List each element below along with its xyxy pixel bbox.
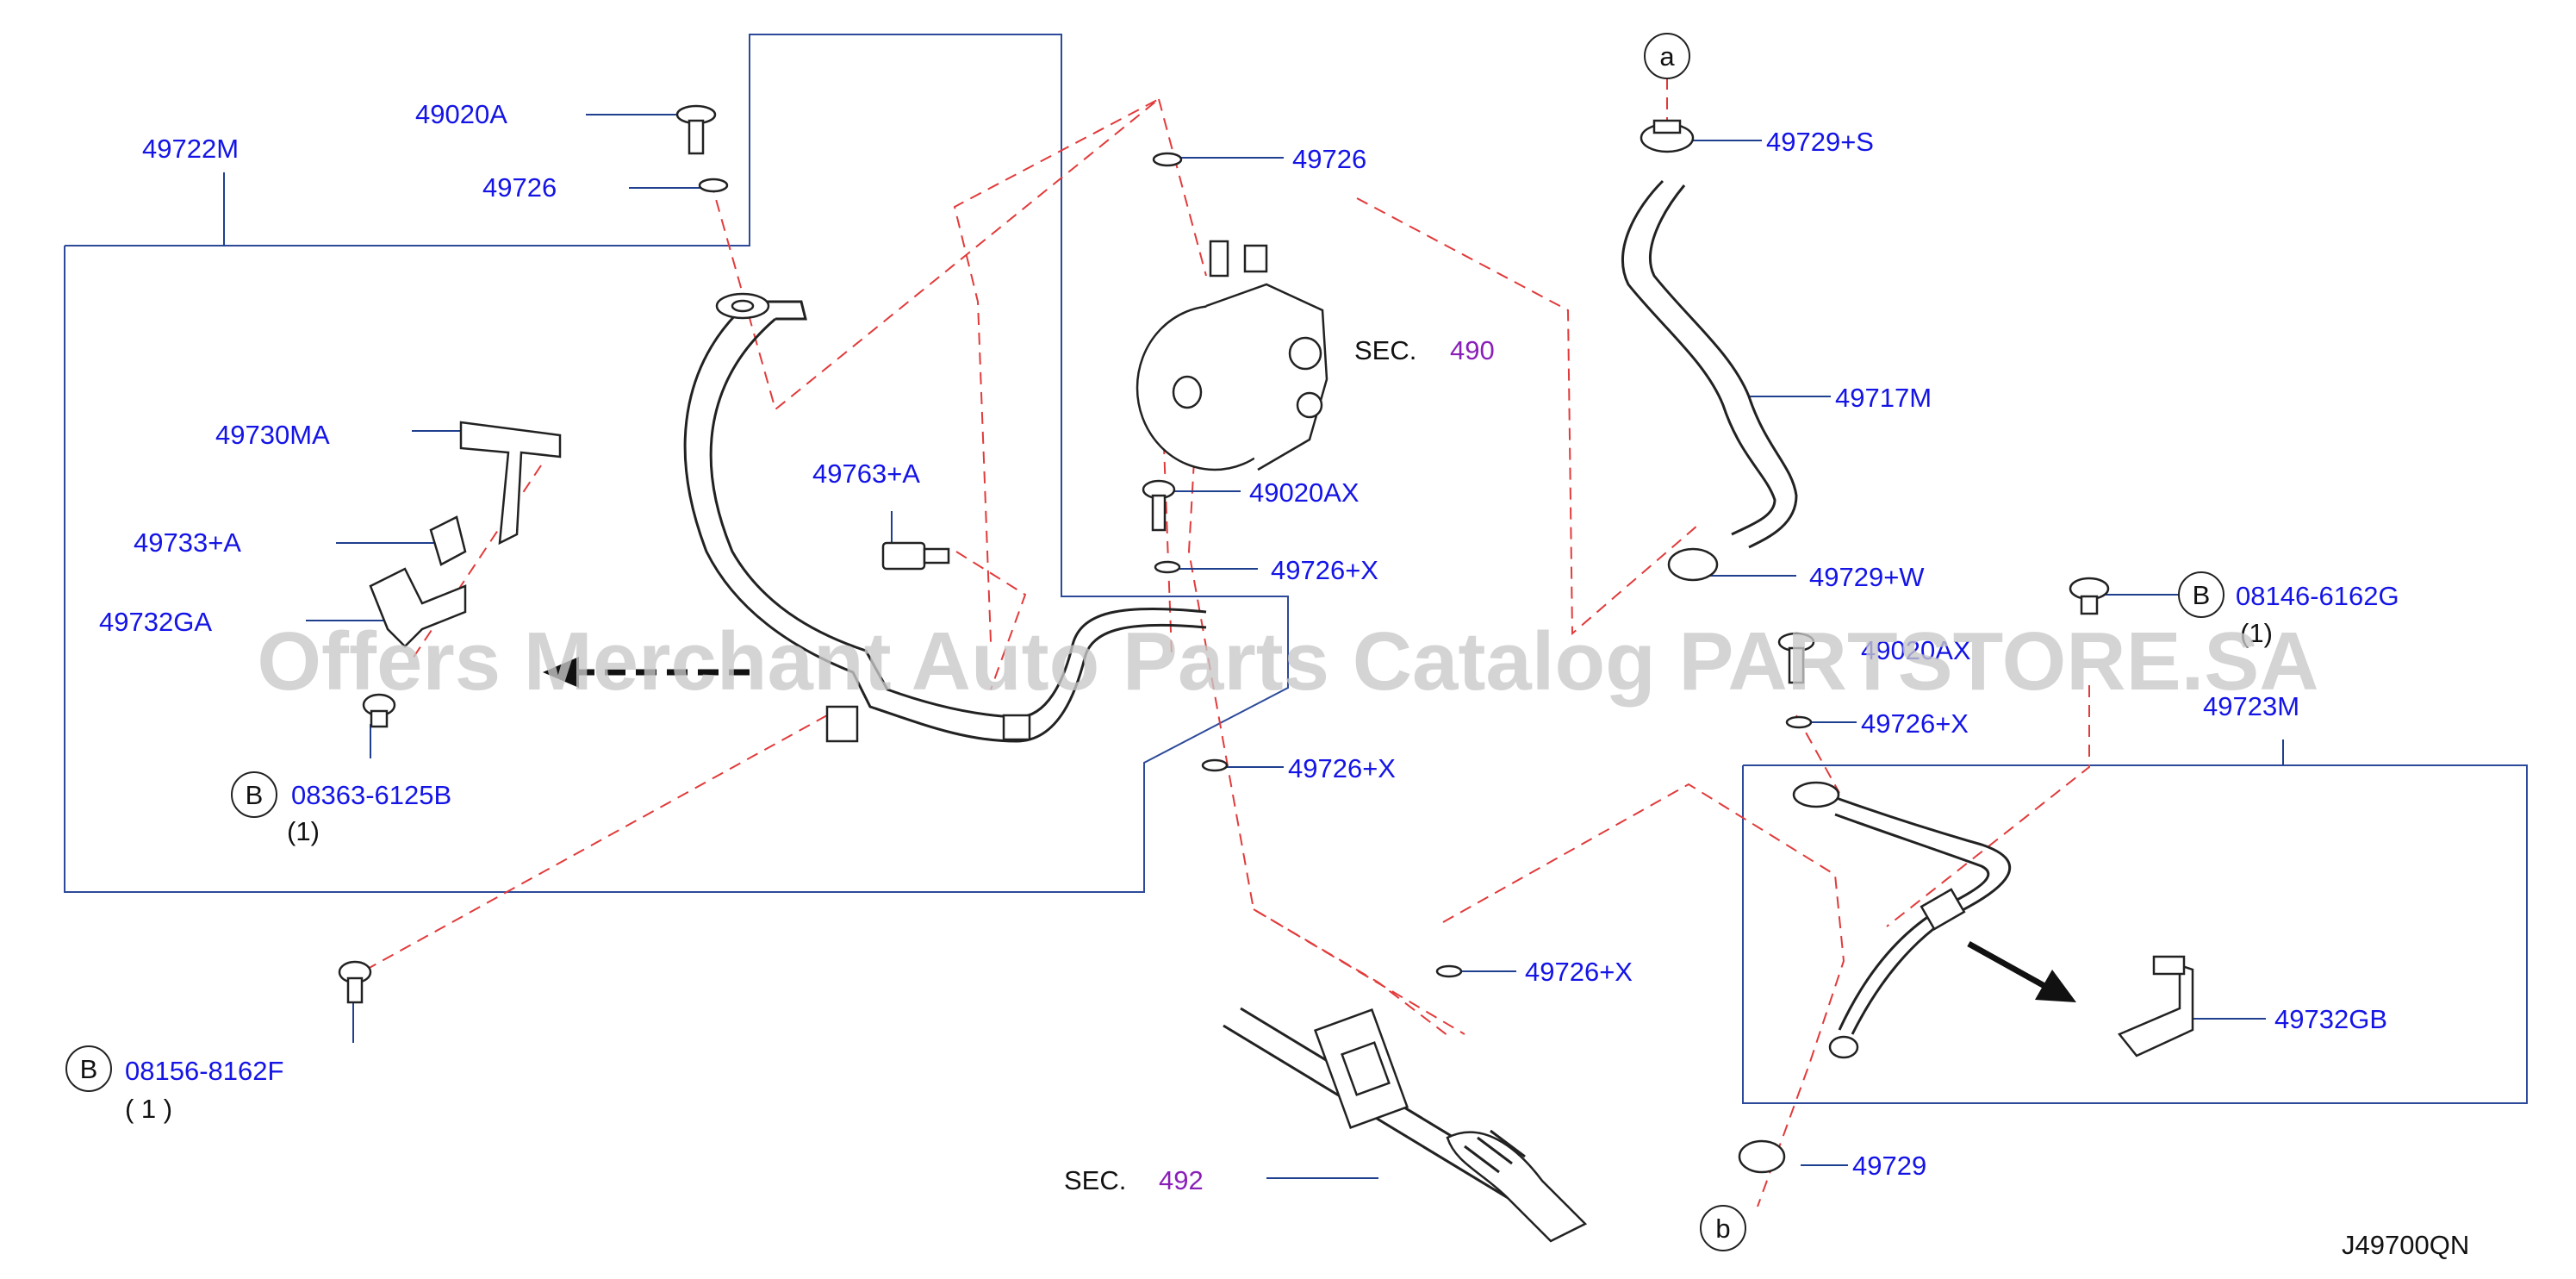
sec-490-prefix: SEC.	[1354, 335, 1416, 365]
clamp-49729S	[1640, 119, 1695, 153]
label-49726-pump[interactable]: 49726	[1292, 144, 1366, 174]
bolt-circle-08146	[2178, 571, 2224, 618]
label-49020AX-pump[interactable]: 49020AX	[1249, 477, 1360, 508]
power-steering-pump	[1136, 240, 1328, 471]
bolt-letter-08146: B	[2193, 580, 2211, 610]
washer-49726-top	[698, 178, 729, 193]
label-49729[interactable]: 49729	[1852, 1151, 1926, 1181]
label-49726X-a[interactable]: 49726+X	[1271, 555, 1378, 585]
label-49726X-d[interactable]: 49726+X	[1861, 708, 1969, 739]
bolt-circle-08363	[231, 771, 277, 818]
label-49729W[interactable]: 49729+W	[1809, 562, 1925, 592]
label-49020A[interactable]: 49020A	[415, 99, 507, 129]
bracket-49732GB	[2117, 955, 2194, 1058]
clamp-49729	[1738, 1139, 1786, 1174]
direction-arrow-left	[543, 657, 750, 688]
bolt-49020AX-pump	[1142, 479, 1176, 532]
washer-49726-pump	[1152, 152, 1183, 167]
bolt-49020A	[675, 104, 717, 155]
label-49732GB[interactable]: 49732GB	[2274, 1004, 2387, 1034]
qty-08146: (1)	[2240, 618, 2273, 648]
high-pressure-hose-49722M	[683, 300, 1207, 743]
grommet-49733A	[429, 515, 467, 566]
steering-gear	[1223, 1007, 1588, 1243]
ref-letter-b: b	[1715, 1213, 1730, 1244]
hose-clamp-end-top	[715, 292, 770, 320]
suction-hose-49717M	[1621, 179, 1798, 549]
assembly-box-49722M	[64, 34, 1289, 893]
sec-492-number[interactable]: 492	[1159, 1165, 1204, 1195]
label-08156-8162F[interactable]: 08156-8162F	[125, 1056, 283, 1086]
bolt-letter-08363: B	[246, 780, 264, 810]
bracket-49732GA-area-clip	[825, 705, 1031, 743]
ref-circle-a	[1644, 33, 1690, 79]
direction-arrow-right	[1967, 940, 2076, 1002]
label-08363-6125B[interactable]: 08363-6125B	[291, 780, 451, 810]
ref-circle-b	[1700, 1205, 1746, 1251]
leader-lines	[223, 114, 2284, 1179]
ref-letter-a: a	[1659, 41, 1675, 72]
label-49726X-b[interactable]: 49726+X	[1288, 753, 1396, 783]
label-49722M[interactable]: 49722M	[142, 134, 239, 164]
label-49726X-c[interactable]: 49726+X	[1525, 957, 1633, 987]
assembly-box-49723M	[1742, 764, 2528, 1104]
bolt-letter-08156: B	[80, 1054, 98, 1084]
label-49733A[interactable]: 49733+A	[134, 527, 241, 558]
sensor-49763A	[881, 541, 950, 571]
label-08146-6162G[interactable]: 08146-6162G	[2236, 581, 2399, 611]
bracket-49730MA	[459, 421, 562, 546]
washers-49726X	[1154, 560, 1813, 978]
label-49723M[interactable]: 49723M	[2203, 691, 2299, 721]
label-49717M[interactable]: 49717M	[1835, 383, 1932, 413]
clamp-49729W	[1667, 547, 1719, 582]
label-49020AX-right[interactable]: 49020AX	[1861, 635, 1971, 665]
clamp-49732GA	[369, 567, 467, 648]
qty-08363: (1)	[287, 816, 320, 846]
bolt-circle-08156	[65, 1045, 112, 1092]
label-49730MA[interactable]: 49730MA	[215, 420, 330, 450]
diagram-code: J49700QN	[2342, 1230, 2469, 1260]
bolt-08156-8162F	[338, 960, 372, 1004]
label-49763A[interactable]: 49763+A	[812, 459, 920, 489]
bolt-49020AX-right	[1777, 632, 1815, 684]
sec-490-number[interactable]: 490	[1450, 335, 1495, 365]
label-49732GA[interactable]: 49732GA	[99, 607, 212, 637]
return-hose-49723M	[1792, 781, 2012, 1059]
watermark: Offers Merchant Auto Parts Catalog PARTS…	[257, 615, 2318, 708]
bolt-08363-6125B	[362, 693, 396, 728]
sec-492-prefix: SEC.	[1064, 1165, 1126, 1195]
label-49726-top[interactable]: 49726	[482, 172, 557, 203]
label-49729S[interactable]: 49729+S	[1766, 127, 1874, 157]
bolt-08146-6162G	[2069, 577, 2110, 615]
qty-08156: ( 1 )	[125, 1094, 172, 1124]
